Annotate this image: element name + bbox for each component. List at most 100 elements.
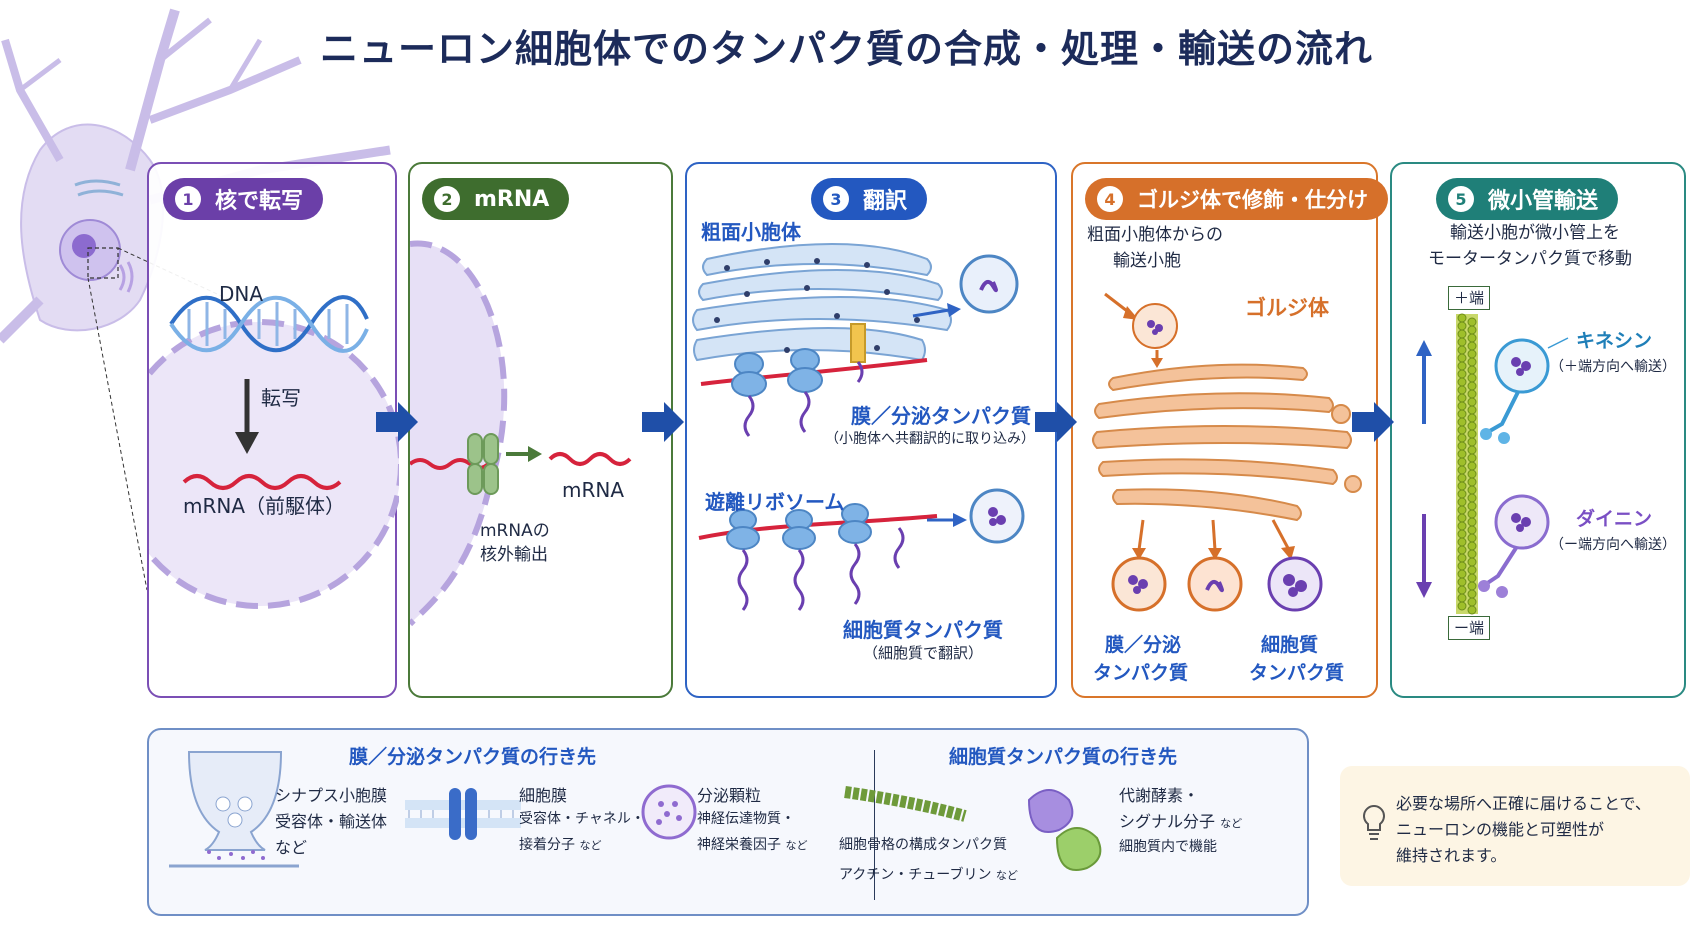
output-1-label-2: タンパク質 xyxy=(1093,662,1189,684)
lightbulb-icon xyxy=(1363,804,1385,840)
granule-label-3: 神経栄養因子 など xyxy=(697,834,807,854)
golgi-illustration xyxy=(1092,292,1362,612)
synapse-label-3: など xyxy=(275,838,308,857)
note-line-2: ニューロンの機能と可塑性が xyxy=(1396,820,1605,839)
membrane-note-label: （小胞体へ共翻訳的に取り込み） xyxy=(825,431,1035,447)
flow-arrow-icon xyxy=(1035,402,1077,442)
note-line-1: 必要な場所へ正確に届けることで、 xyxy=(1396,794,1651,813)
vesicle-label-2: 輸送小胞 xyxy=(1113,251,1181,271)
note-line-3: 維持されます。 xyxy=(1396,846,1507,865)
rough-er-icon xyxy=(692,243,952,362)
free-ribosome-icon xyxy=(726,503,872,550)
step-number: 4 xyxy=(1097,186,1123,212)
step-label: 微小管輸送 xyxy=(1488,189,1599,214)
step-number: 1 xyxy=(175,186,201,212)
arrow-down-icon xyxy=(1416,582,1432,598)
rer-label: 粗面小胞体 xyxy=(701,220,801,244)
granule-label-1: 分泌顆粒 xyxy=(697,786,762,805)
step-4-header: 4 ゴルジ体で修飾・仕分け xyxy=(1085,178,1388,220)
granule-label-2: 神経伝達物質・ xyxy=(697,811,795,827)
cell-membrane-label-3: 接着分子 など xyxy=(519,834,601,854)
step-1-header: 1 核で転写 xyxy=(163,178,324,220)
export-label-1: mRNAの xyxy=(480,521,550,541)
step-1-panel: 1 核で転写 DNA 転写 mRNA（前駆体） xyxy=(147,162,399,698)
destinations-box: 膜／分泌タンパク質の行き先 細胞質タンパク質の行き先 シナプス小胞膜 xyxy=(147,728,1309,916)
cyto-note-label: （細胞質で翻訳） xyxy=(863,644,984,662)
divider xyxy=(874,750,875,900)
cytoskeleton-label-2: アクチン・チューブリン など xyxy=(839,864,1018,884)
step-4-panel: 4 ゴルジ体で修飾・仕分け 粗面小胞体からの 輸送小胞 ゴルジ体 xyxy=(1071,162,1388,698)
cyto-protein-label: 細胞質タンパク質 xyxy=(843,618,1003,642)
kinesin-note: （＋端方向へ輸送） xyxy=(1550,359,1676,375)
transport-vesicle-icon xyxy=(1132,303,1178,349)
output-vesicle-icon xyxy=(1267,556,1323,612)
synapse-icon xyxy=(169,751,299,868)
enzyme-nado: など xyxy=(1220,817,1243,830)
step-label: 翻訳 xyxy=(863,189,908,214)
cytoskeleton-nado: など xyxy=(995,869,1018,882)
arrow-down-icon xyxy=(235,432,259,454)
output-2-label-2: タンパク質 xyxy=(1249,662,1345,684)
synapse-label-2: 受容体・輸送体 xyxy=(275,812,388,831)
secretory-granule-icon xyxy=(641,784,697,840)
step-5-panel: 5 微小管輸送 輸送小胞が微小管上を モータータンパク質で移動 ＋端 ー端 キネ… xyxy=(1390,162,1686,698)
step-number: 5 xyxy=(1448,186,1474,212)
transport-desc-2: モータータンパク質で移動 xyxy=(1428,249,1632,269)
ribosome-icon xyxy=(731,348,823,397)
golgi-icon xyxy=(1092,363,1352,522)
precursor-label: mRNA（前駆体） xyxy=(183,494,346,518)
output-1-label-1: 膜／分泌 xyxy=(1105,634,1182,656)
enzyme-items: シグナル分子 xyxy=(1119,812,1216,831)
cell-membrane-label-2: 受容体・チャネル・ xyxy=(519,811,645,827)
arrow-right-icon xyxy=(953,513,967,527)
step-label: mRNA xyxy=(474,186,550,212)
translation-illustration xyxy=(692,243,1025,611)
arrow-right-icon xyxy=(947,303,961,317)
nuclear-pore-icon xyxy=(467,433,499,495)
step-5-header: 5 微小管輸送 xyxy=(1436,178,1619,220)
mrna-strand-icon xyxy=(548,452,632,466)
dna-helix-icon xyxy=(169,295,369,353)
dynein-label: ダイニン xyxy=(1576,508,1653,530)
flow-arrow-icon xyxy=(1352,402,1394,442)
page-title: ニューロン細胞体でのタンパク質の合成・処理・輸送の流れ xyxy=(319,27,1373,71)
plus-end-label: ＋端 xyxy=(1448,286,1490,310)
kinesin-label: キネシン xyxy=(1576,330,1653,352)
enzyme-label-2: シグナル分子 など xyxy=(1119,808,1242,832)
arrow-right-icon xyxy=(528,446,542,462)
mrna-strand-icon xyxy=(182,474,342,490)
arrow-up-icon xyxy=(1416,340,1432,356)
neuron-illustration xyxy=(0,8,391,591)
granule-items: 神経栄養因子 xyxy=(697,837,781,853)
flow-arrow-icon xyxy=(642,402,684,442)
step-number: 3 xyxy=(823,186,849,212)
membrane-protein-label: 膜／分泌タンパク質 xyxy=(851,404,1031,428)
cell-membrane-items: 接着分子 xyxy=(519,837,575,853)
enzyme-label-3: 細胞質内で機能 xyxy=(1119,839,1217,855)
vesicle-label-1: 粗面小胞体からの xyxy=(1087,225,1223,245)
step-3-panel: 3 翻訳 xyxy=(685,162,1057,698)
nuclear-export-illustration xyxy=(410,240,632,627)
kinesin-icon xyxy=(1480,338,1550,444)
cell-membrane-icon xyxy=(405,788,521,840)
transport-desc-1: 輸送小胞が微小管上を xyxy=(1450,223,1620,243)
cell-membrane-nado: など xyxy=(579,839,602,852)
dna-label: DNA xyxy=(219,282,264,306)
free-ribosome-label: 遊離リボソーム xyxy=(705,490,845,514)
step-2-panel: 2 mRNA mRNA mRNAの 核外輸出 xyxy=(408,162,673,698)
microtubule-illustration xyxy=(1416,313,1569,615)
membrane-destinations-title: 膜／分泌タンパク質の行き先 xyxy=(349,746,597,768)
minus-end-label: ー端 xyxy=(1448,616,1490,640)
step-number: 2 xyxy=(434,186,460,212)
mrna-label: mRNA xyxy=(562,478,625,502)
granule-nado: など xyxy=(785,839,808,852)
dynein-icon xyxy=(1478,494,1550,598)
output-2-label-1: 細胞質 xyxy=(1261,634,1319,656)
cytoplasm-destinations-title: 細胞質タンパク質の行き先 xyxy=(949,746,1178,768)
cytoskeleton-label-1: 細胞骨格の構成タンパク質 xyxy=(839,837,1007,853)
step-2-header: 2 mRNA xyxy=(422,178,570,220)
flow-arrow-icon xyxy=(376,402,418,442)
nucleus-illustration xyxy=(149,295,399,609)
enzyme-label-1: 代謝酵素・ xyxy=(1119,786,1200,805)
summary-note: 必要な場所へ正確に届けることで、 ニューロンの機能と可塑性が 維持されます。 xyxy=(1340,766,1690,886)
